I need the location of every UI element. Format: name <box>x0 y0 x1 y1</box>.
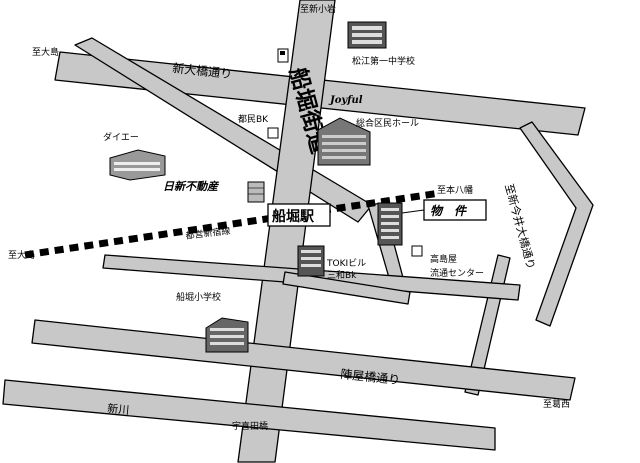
property-building-icon <box>377 202 403 246</box>
daiei-label: ダイエー <box>103 131 139 143</box>
school1-building-icon <box>347 21 387 49</box>
connector-road <box>282 271 411 305</box>
takashimaya-label2: 流通センター <box>430 267 484 279</box>
sanwa-label: 三和Bk <box>327 270 357 281</box>
shinkawa-label: 新川 <box>107 401 130 417</box>
edge-east-north: 至本八幡 <box>437 184 473 196</box>
bridge-label: 宇喜田橋 <box>232 420 268 432</box>
edge-west-north: 至大島 <box>32 46 59 58</box>
hall-building-icon <box>317 117 371 166</box>
sign-label: Joyful <box>328 95 363 106</box>
funabori-kaido-road <box>237 0 336 463</box>
school2-label: 船堀小学校 <box>176 291 221 303</box>
station-box <box>267 203 331 227</box>
school2-building-icon <box>205 317 249 353</box>
jinya-bashi-road <box>31 319 576 401</box>
takashimaya-label: 高島屋 <box>430 253 457 265</box>
edge-north: 至新小岩 <box>300 3 336 15</box>
daiei-building-icon <box>109 149 166 181</box>
right-diagonal-road <box>519 121 594 327</box>
property-label: 物 件 <box>430 204 468 218</box>
gas-station-icon <box>277 48 289 63</box>
property-pointer <box>401 209 425 214</box>
toei-shinjuku-line <box>24 189 441 259</box>
edge-west-south: 至大島 <box>8 249 35 261</box>
bank1-square-icon <box>267 127 279 139</box>
station-label: 船堀駅 <box>272 208 315 225</box>
bank1-label: 都民BK <box>238 114 269 125</box>
shinkawa-river <box>2 379 496 451</box>
edge-southeast: 至葛西 <box>543 398 570 410</box>
takashimaya-square-icon <box>411 245 423 257</box>
shin-ohashi-label: 新大橋通り <box>172 60 233 81</box>
nisshin-label: 日新不動産 <box>163 180 220 193</box>
school1-label: 松江第一中学校 <box>352 55 415 67</box>
hall-label: 総合区民ホール <box>356 117 419 129</box>
jinya-bashi-label: 陣屋橋通り <box>340 367 401 387</box>
toki-label: TOKIビル <box>326 258 366 269</box>
nisshin-building-icon <box>247 181 265 203</box>
toki-building-icon <box>297 245 325 277</box>
